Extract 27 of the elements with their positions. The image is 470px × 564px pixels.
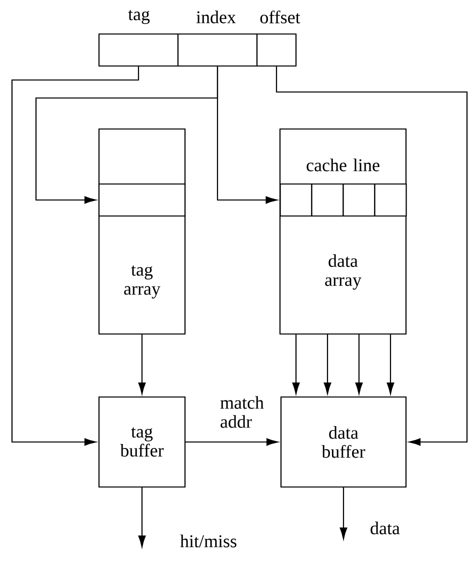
arrow [355, 334, 363, 394]
address-field: tag [98, 10, 179, 67]
cell [374, 183, 407, 217]
cell [311, 183, 344, 217]
address-field: index [177, 10, 258, 67]
arrow [292, 334, 300, 394]
edge-label: hit/miss [180, 534, 236, 548]
arrow [386, 334, 394, 394]
arrow [138, 334, 146, 394]
buffer-box: data buffer [280, 396, 407, 488]
arrow [276, 66, 468, 446]
node-label: offset [260, 10, 300, 24]
arrow [216, 66, 278, 204]
arrow [186, 438, 278, 446]
cell [342, 183, 376, 217]
address-field: offset [256, 10, 300, 67]
cell [280, 183, 312, 217]
buffer-box: tag buffer [98, 396, 186, 488]
node-label: tag [128, 10, 150, 24]
arrow [340, 488, 348, 540]
node-label: index [196, 10, 236, 24]
arrow [138, 488, 146, 548]
arrow [324, 334, 332, 394]
array-row [98, 183, 186, 217]
edge-label: match addr [220, 396, 264, 428]
edge-label: data [370, 522, 400, 534]
arrow [11, 66, 140, 446]
